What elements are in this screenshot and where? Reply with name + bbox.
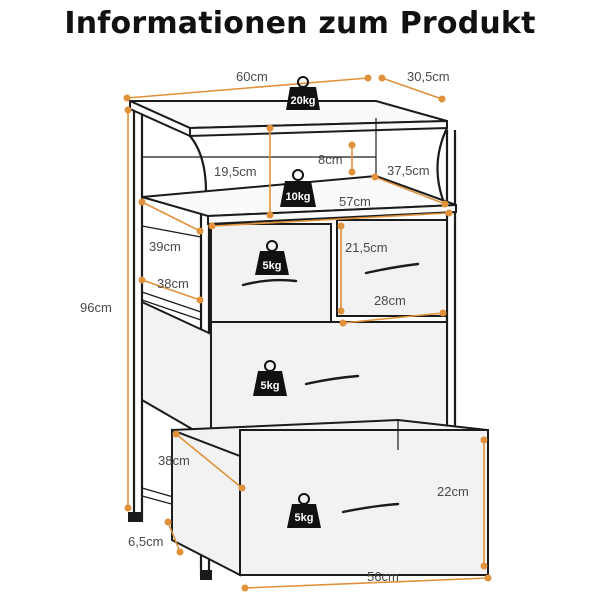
dim-side-depth-lower: 38cm bbox=[157, 276, 189, 291]
dresser-drawing bbox=[128, 99, 489, 580]
weight-icon-drawer-left: 5kg bbox=[255, 240, 289, 275]
weight-drawer-bottom-label: 5kg bbox=[295, 512, 314, 524]
weight-icon-shelf: 10kg bbox=[280, 169, 316, 207]
weight-icon-drawer-middle: 5kg bbox=[253, 360, 287, 396]
dim-small-drawer-width: 28cm bbox=[374, 293, 406, 308]
page-title: Informationen zum Produkt bbox=[64, 6, 536, 41]
dimension-lines bbox=[123, 74, 492, 592]
weight-shelf-label: 10kg bbox=[285, 191, 310, 203]
dim-shelf-width: 57cm bbox=[339, 194, 371, 209]
dim-height: 96cm bbox=[80, 300, 112, 315]
weight-icon-drawer-bottom: 5kg bbox=[287, 493, 321, 528]
weight-top-label: 20kg bbox=[290, 95, 315, 107]
dim-foot-height: 6,5cm bbox=[128, 534, 163, 549]
dim-depth: 30,5cm bbox=[407, 69, 450, 84]
dim-shelf-height: 19,5cm bbox=[214, 164, 257, 179]
dim-width: 60cm bbox=[236, 69, 268, 84]
dim-large-drawer-height: 22cm bbox=[437, 484, 469, 499]
dim-drawer-depth: 38cm bbox=[158, 453, 190, 468]
dim-shelf-depth: 37,5cm bbox=[387, 163, 430, 178]
dimension-labels: 60cm 30,5cm 96cm 19,5cm 8cm 37,5cm 57cm … bbox=[80, 69, 469, 584]
weight-drawer-middle-label: 5kg bbox=[261, 380, 280, 392]
weight-icon-top: 20kg bbox=[286, 76, 320, 110]
weight-drawer-left-label: 5kg bbox=[263, 260, 282, 272]
dim-side-depth-upper: 39cm bbox=[149, 239, 181, 254]
weight-icons: 20kg 10kg 5kg 5kg 5kg bbox=[253, 76, 321, 528]
dim-small-drawer-height: 21,5cm bbox=[345, 240, 388, 255]
dim-rail-height: 8cm bbox=[318, 152, 343, 167]
dim-large-drawer-width: 56cm bbox=[367, 569, 399, 584]
